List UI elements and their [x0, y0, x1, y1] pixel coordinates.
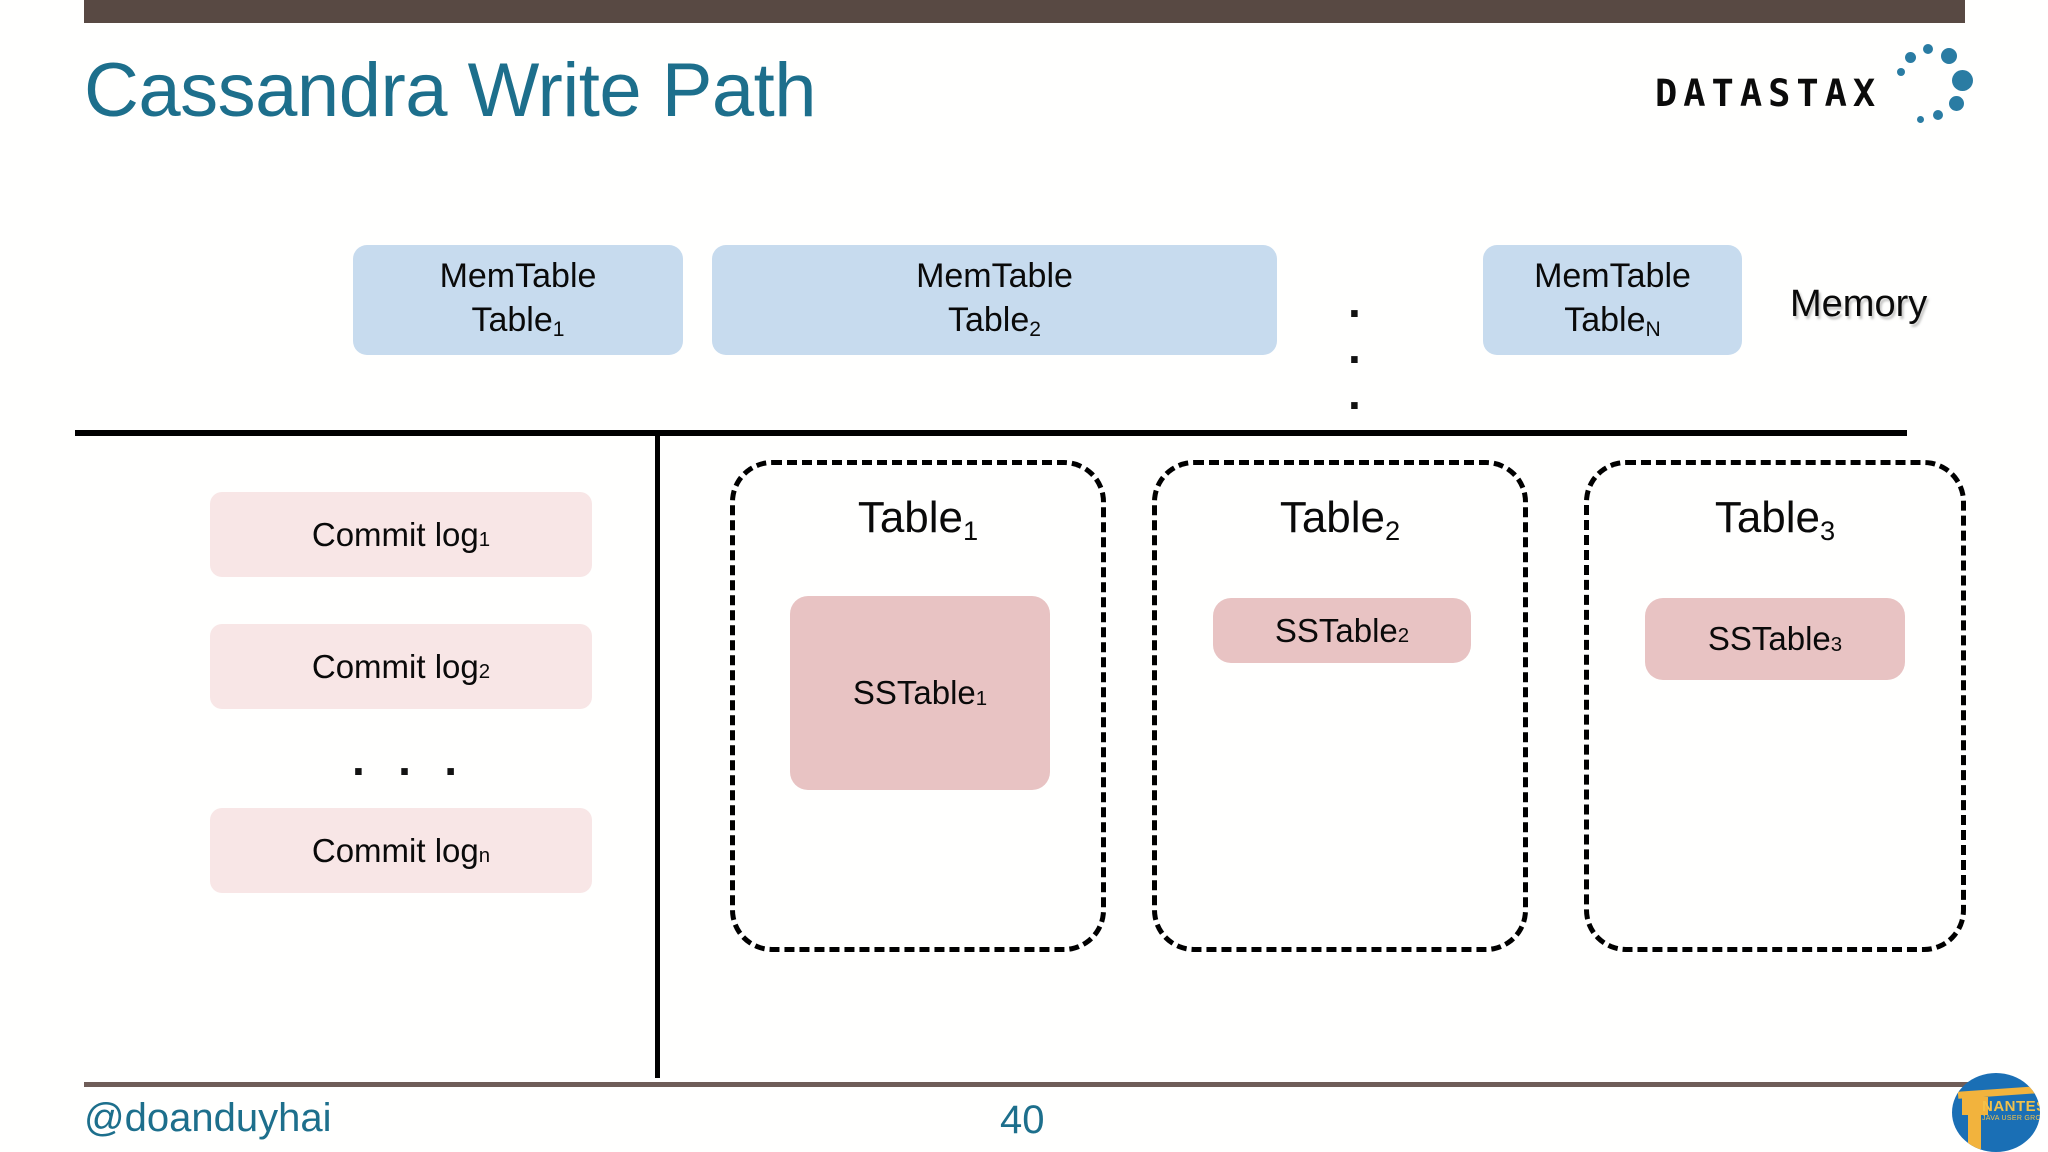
- logo-dot: [1923, 44, 1933, 54]
- logo-dot: [1941, 48, 1957, 64]
- datastax-wordmark: DATASTAX: [1655, 72, 1882, 115]
- memtable-title-2: MemTable: [916, 256, 1073, 295]
- memtable-subtitle-1: Table1: [471, 300, 565, 342]
- table-group-title-3: Table3: [1714, 493, 1836, 546]
- logo-dot: [1933, 110, 1943, 120]
- top-decorative-bar: [84, 0, 1965, 23]
- datastax-logo: DATASTAX: [1655, 40, 1985, 124]
- memtable-box-2: MemTable Table2: [712, 245, 1277, 355]
- horizontal-divider: [75, 430, 1907, 436]
- vertical-divider: [655, 436, 660, 1078]
- logo-tagline: JAVA USER GROUP: [1982, 1115, 2040, 1122]
- footer-rule: [84, 1082, 1989, 1087]
- logo-dot: [1949, 96, 1964, 111]
- footer-handle: @doanduyhai: [84, 1096, 332, 1140]
- logo-dot: [1952, 70, 1973, 91]
- table-group-title-2: Table2: [1279, 493, 1401, 546]
- memtable-title-n: MemTable: [1534, 256, 1691, 295]
- memtable-title-1: MemTable: [439, 256, 597, 295]
- page-number: 40: [1000, 1098, 1045, 1142]
- logo-dot: [1917, 116, 1924, 123]
- logo-dot: [1897, 68, 1905, 76]
- logo-dot: [1905, 52, 1916, 63]
- memtable-ellipsis: · · ·: [1348, 287, 1373, 431]
- memory-label: Memory: [1790, 283, 1928, 325]
- nantes-java-user-group-logo: NANTES JAVA USER GROUP: [1948, 1073, 2044, 1152]
- logo-background: NANTES JAVA USER GROUP: [1952, 1073, 2040, 1152]
- memtable-subtitle-2: Table2: [947, 300, 1041, 342]
- logo-name: NANTES: [1982, 1098, 2040, 1115]
- page-title: Cassandra Write Path: [84, 48, 817, 133]
- crane-cab-icon: [1962, 1097, 1988, 1115]
- commit-log-ellipsis: · · ·: [352, 745, 469, 797]
- memtable-box-1: MemTable Table1: [353, 245, 683, 355]
- memtable-box-n: MemTable TableN: [1483, 245, 1742, 355]
- memtable-subtitle-n: TableN: [1564, 300, 1661, 342]
- table-group-title-1: Table1: [857, 493, 979, 546]
